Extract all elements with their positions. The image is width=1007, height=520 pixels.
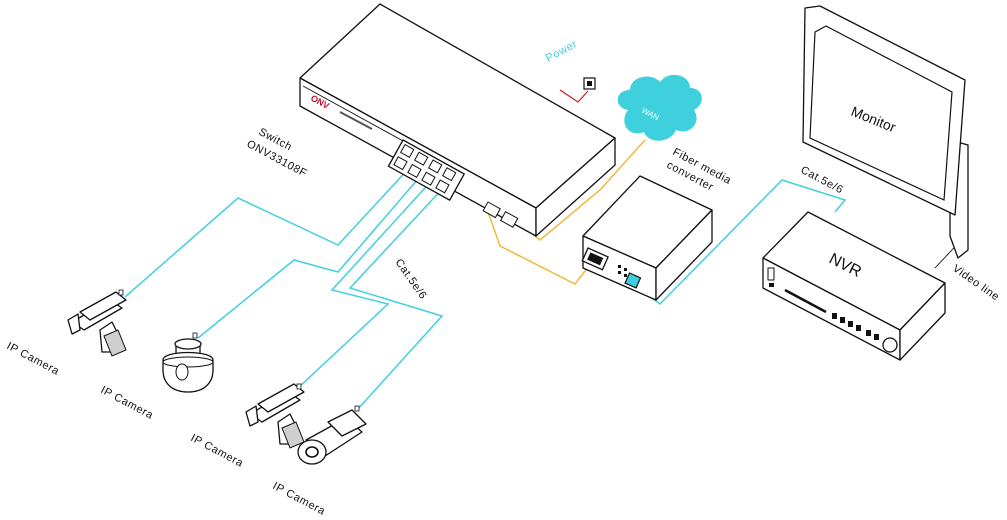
sfp-port	[482, 201, 501, 219]
cloud-shape	[617, 74, 702, 141]
converter-led	[618, 265, 621, 268]
ip-camera-box-1	[67, 289, 127, 357]
camera-connector	[118, 289, 124, 296]
switch-model-strip	[339, 111, 373, 130]
nvr-button	[856, 325, 861, 331]
ip-camera-box-3	[245, 383, 305, 449]
nvr-power-knob	[882, 337, 898, 353]
power-socket-pin	[587, 81, 592, 86]
camera1-label: IP Camera	[5, 340, 62, 378]
switch-port	[393, 156, 408, 171]
ip-camera-dome-2	[162, 332, 214, 393]
monitor: Monitor	[802, 5, 969, 259]
converter-fiber-port	[581, 247, 609, 271]
camera-lens	[67, 313, 81, 335]
fiber-media-converter	[581, 175, 713, 301]
switch-port	[441, 167, 457, 182]
network-switch: ONV	[299, 3, 616, 237]
converter-leds	[618, 265, 627, 277]
nvr-button	[832, 313, 837, 319]
camera-connector	[296, 383, 302, 390]
fiber-switch-converter	[487, 211, 593, 285]
nvr-usb-port	[767, 267, 775, 281]
switch-port-block	[387, 139, 465, 201]
converter-led	[624, 274, 627, 277]
nvr-button	[840, 317, 845, 323]
nvr-recorder: NVR	[762, 211, 946, 361]
camera2-label: IP Camera	[99, 384, 156, 422]
switch-port	[421, 171, 436, 186]
power-label: Power	[544, 38, 580, 65]
camera4-label: IP Camera	[271, 480, 328, 518]
camera-connector	[192, 332, 198, 339]
dome-band	[162, 356, 214, 368]
dome-top	[174, 338, 202, 350]
wan-cloud: WAN	[617, 74, 702, 141]
bullet-hood	[327, 409, 367, 437]
cable-label-left: Cat.5e/6	[393, 257, 429, 302]
cable-switch-camera1	[124, 164, 413, 298]
camera-lens	[245, 405, 259, 427]
converter-rj45-port	[624, 272, 642, 289]
nvr-button	[848, 321, 853, 327]
converter-side-face	[655, 209, 713, 301]
switch-port	[413, 151, 429, 166]
cable-label-right: Cat.5e/6	[799, 164, 846, 196]
cable-switch-camera2	[197, 171, 425, 339]
switch-port	[435, 179, 450, 194]
power-connector	[583, 77, 596, 90]
converter-led	[618, 271, 621, 274]
switch-sfp-ports	[482, 201, 519, 228]
camera-sunshield	[79, 291, 127, 321]
sfp-port	[499, 211, 519, 228]
switch-side-face	[535, 137, 616, 237]
ip-camera-bullet-4	[297, 405, 367, 465]
monitor-screen	[809, 25, 953, 201]
switch-port	[407, 163, 422, 178]
camera-mount-base	[103, 329, 127, 357]
switch-port	[427, 159, 443, 174]
nvr-usb-port	[769, 283, 774, 287]
nvr-button	[866, 330, 871, 336]
cable-switch-camera3	[297, 177, 435, 389]
camera-connector	[354, 405, 360, 412]
dome-lens	[175, 363, 189, 381]
switch-port	[400, 143, 415, 158]
video-line-label: Video line	[950, 263, 1001, 304]
switch-front-groove	[302, 85, 406, 143]
power-cable	[559, 89, 589, 103]
fiber-converter-label: Fiber media converter	[665, 146, 734, 194]
nvr-button	[874, 334, 879, 340]
camera-sunshield	[257, 383, 305, 413]
nvr-side-face	[899, 282, 946, 361]
converter-led	[624, 268, 627, 271]
camera3-label: IP Camera	[189, 432, 246, 470]
nvr-drive-slot	[784, 288, 827, 314]
cable-switch-camera4	[348, 184, 447, 411]
bullet-lens	[305, 446, 319, 458]
switch-label: Switch ONV33108F	[245, 126, 309, 180]
